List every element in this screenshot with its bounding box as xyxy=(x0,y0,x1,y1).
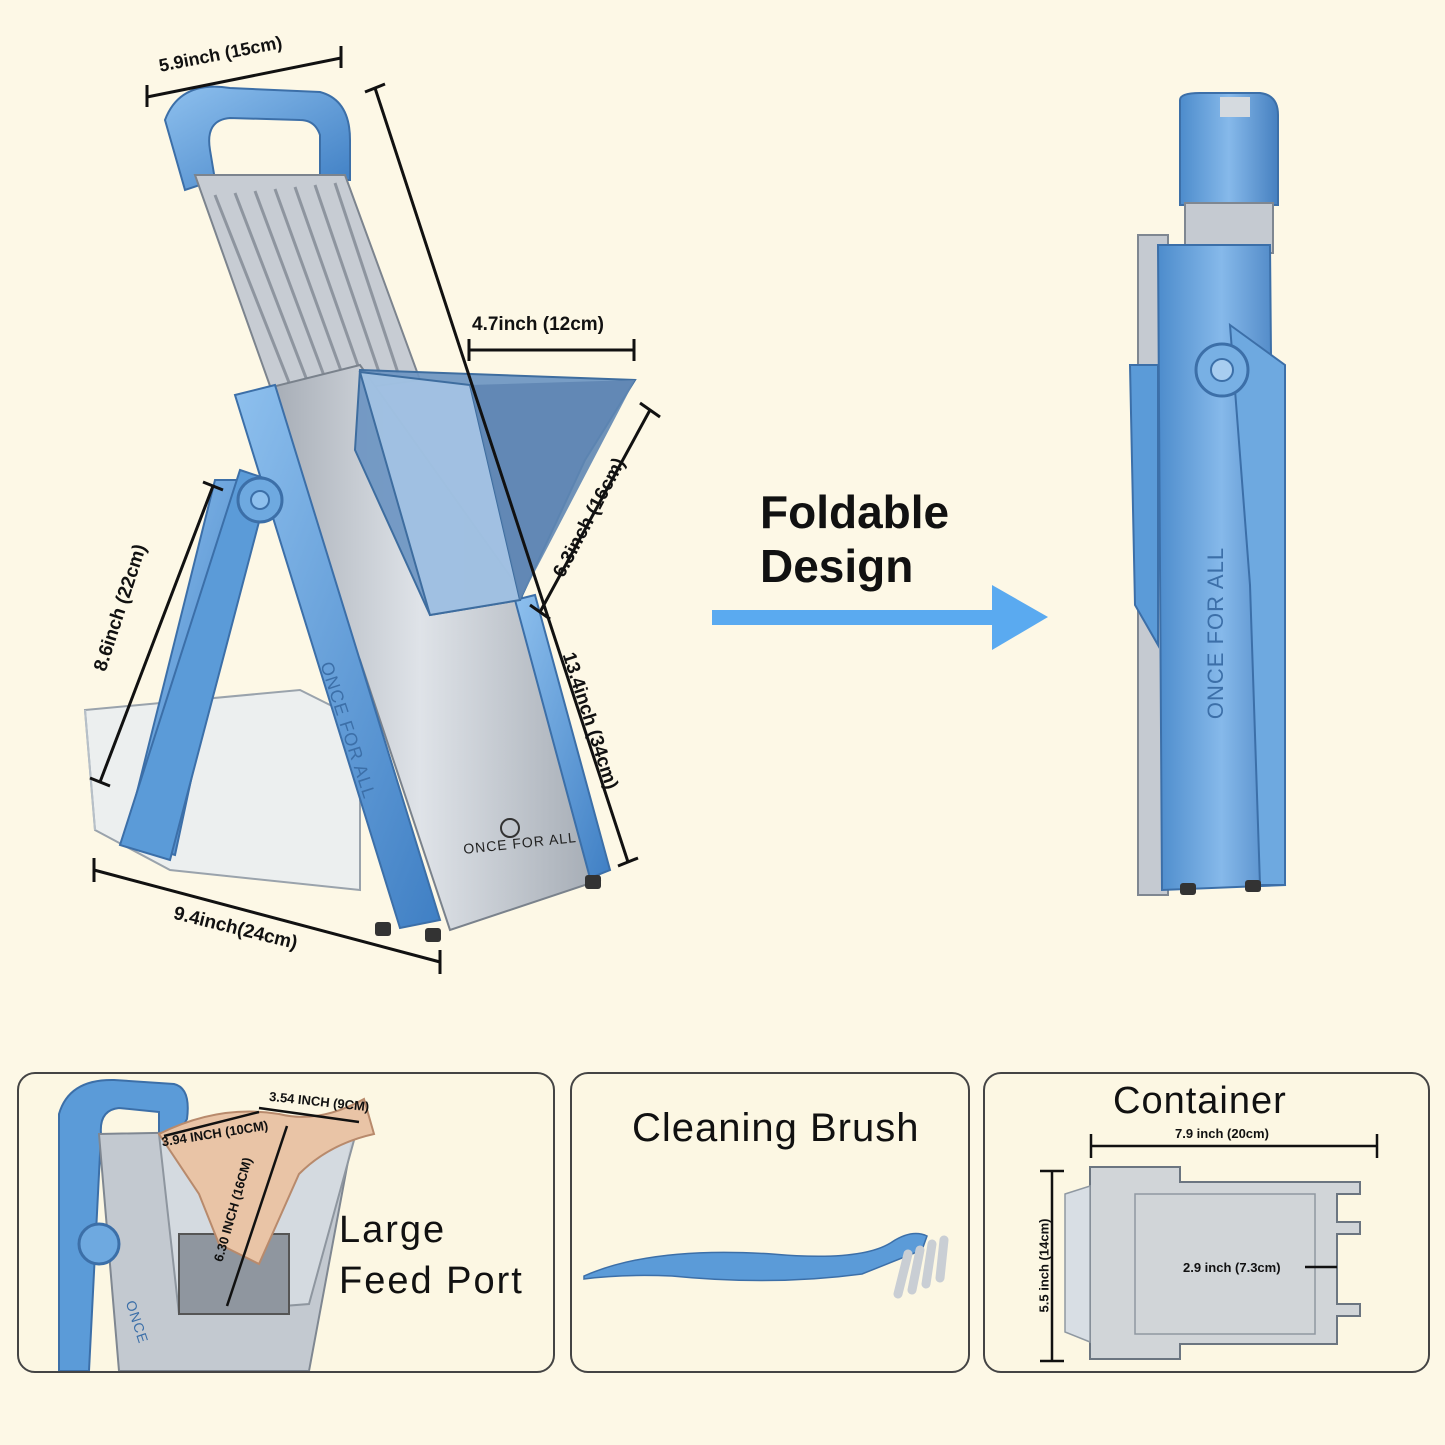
container-title: Container xyxy=(1113,1080,1287,1122)
folded-brand-text: ONCE FOR ALL xyxy=(1203,546,1229,720)
brush-icon xyxy=(583,1232,949,1299)
dim-feed-width-label: 4.7inch (12cm) xyxy=(472,314,604,335)
folded-slicer-illustration xyxy=(1128,92,1287,896)
container-dim-h: 5.5 inch (14cm) xyxy=(1036,1218,1052,1313)
feed-title-line1: Large xyxy=(339,1209,447,1251)
brush-title: Cleaning Brush xyxy=(632,1106,920,1150)
feed-title-line2: Feed Port xyxy=(339,1260,524,1302)
panel-feed-port: 3.54 INCH (9CM) 3.94 INCH (10CM) 6.30 IN… xyxy=(17,1072,555,1373)
container-dim-s: 2.9 inch (7.3cm) xyxy=(1183,1260,1281,1275)
container-illustration xyxy=(1040,1134,1379,1363)
panel-cleaning-brush: Cleaning Brush xyxy=(570,1072,970,1373)
arrow-right-icon xyxy=(712,585,1048,650)
panel-container: Container 7.9 inch (20cm) 5.5 inch (14cm… xyxy=(983,1072,1430,1373)
container-dim-w: 7.9 inch (20cm) xyxy=(1175,1126,1269,1141)
mandoline-slicer-illustration xyxy=(83,46,661,974)
feed-port-illustration xyxy=(58,1078,376,1371)
foldable-line2: Design xyxy=(760,540,914,592)
foldable-line1: Foldable xyxy=(760,486,950,538)
